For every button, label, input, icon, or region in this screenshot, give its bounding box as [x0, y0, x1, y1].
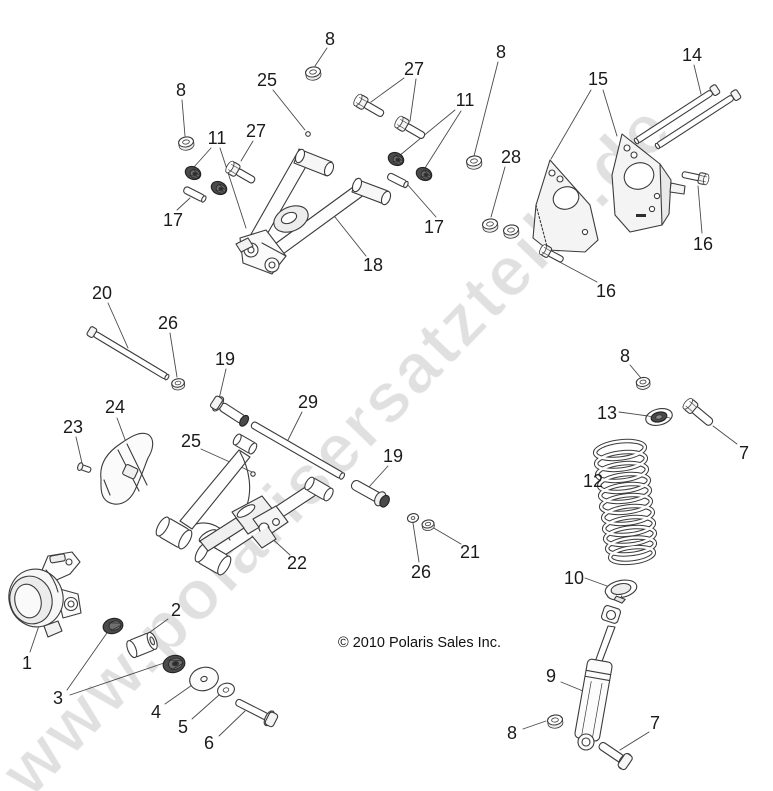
part-bracket-15	[612, 134, 685, 232]
callout-15: 15	[587, 69, 609, 89]
part-bolt-23	[77, 462, 92, 474]
callout-4: 4	[150, 702, 162, 722]
part-nut-8	[635, 376, 652, 391]
callout-18: 18	[362, 255, 384, 275]
part-bolt-6	[233, 694, 279, 728]
part-nut-8	[465, 154, 484, 171]
part-nut-8	[546, 713, 565, 730]
callout-9: 9	[545, 666, 557, 686]
callout-8: 8	[495, 42, 507, 62]
callout-12: 12	[582, 471, 604, 491]
part-knuckle-1	[3, 552, 81, 637]
part-nut-3	[101, 616, 124, 635]
callout-25: 25	[256, 70, 278, 90]
part-bolt-19	[349, 477, 392, 510]
part-bushing-11	[182, 163, 204, 183]
callout-19: 19	[382, 446, 404, 466]
copyright-text: © 2010 Polaris Sales Inc.	[338, 635, 502, 651]
part-bolt-19	[209, 394, 252, 430]
callout-3: 3	[52, 688, 64, 708]
part-spring-retainer-13	[644, 406, 674, 428]
callout-17: 17	[162, 210, 184, 230]
callout-8: 8	[324, 29, 336, 49]
part-bolt-7	[680, 396, 715, 429]
part-nut-28	[481, 217, 500, 234]
part-spacer-17	[387, 172, 410, 188]
part-spacer-17	[183, 186, 207, 203]
callout-17: 17	[423, 217, 445, 237]
callout-13: 13	[596, 403, 618, 423]
part-bolt-27	[351, 92, 386, 120]
part-shock-9	[574, 605, 621, 750]
part-bushing-11	[208, 178, 230, 198]
part-rod-14	[632, 84, 720, 146]
part-nut-28	[502, 223, 521, 240]
callout-6: 6	[203, 733, 215, 753]
part-spring-12	[594, 439, 656, 566]
callout-8: 8	[619, 346, 631, 366]
part-heat-shield-24	[101, 433, 153, 504]
part-bolt-16	[537, 243, 565, 265]
callout-27: 27	[403, 59, 425, 79]
part-bushing-2	[125, 631, 160, 659]
part-washer-26	[406, 512, 420, 524]
callout-1: 1	[21, 653, 33, 673]
callout-19: 19	[214, 349, 236, 369]
leader-lines	[30, 48, 737, 750]
part-bolt-27	[392, 114, 427, 142]
callout-20: 20	[91, 283, 113, 303]
callout-26: 26	[410, 562, 432, 582]
part-pivot-25	[306, 132, 311, 137]
part-nut-21	[420, 518, 436, 532]
callout-21: 21	[459, 542, 481, 562]
callout-11: 11	[455, 90, 475, 110]
part-bracket-15	[533, 160, 598, 252]
callout-25: 25	[180, 431, 202, 451]
callout-28: 28	[500, 147, 522, 167]
callout-24: 24	[104, 397, 126, 417]
part-rod-20	[86, 326, 171, 382]
part-rod-29	[250, 421, 345, 480]
callout-5: 5	[177, 717, 189, 737]
callout-10: 10	[563, 568, 585, 588]
callout-22: 22	[286, 553, 308, 573]
part-rod-14	[653, 89, 741, 151]
callout-23: 23	[62, 417, 84, 437]
callout-2: 2	[170, 600, 182, 620]
part-nut-8	[177, 135, 196, 152]
callout-26: 26	[157, 313, 179, 333]
part-bolt-7	[595, 737, 634, 771]
part-bushing-3	[161, 653, 186, 675]
callout-14: 14	[681, 45, 703, 65]
callout-27: 27	[245, 121, 267, 141]
callout-16: 16	[692, 234, 714, 254]
part-washer-5	[215, 680, 237, 700]
callout-8: 8	[175, 80, 187, 100]
part-nut-26	[170, 377, 186, 392]
callout-7: 7	[649, 713, 661, 733]
part-upper-a-arm-18	[236, 148, 392, 274]
callout-16: 16	[595, 281, 617, 301]
part-washer-4	[187, 664, 221, 694]
callout-29: 29	[297, 392, 319, 412]
callout-11: 11	[207, 128, 227, 148]
part-lower-arm-22	[154, 433, 335, 577]
part-bushing-11	[413, 164, 435, 184]
part-bolt-27	[223, 159, 257, 187]
part-bolt-16	[681, 169, 711, 186]
callout-7: 7	[738, 443, 750, 463]
part-nut-8	[304, 65, 323, 82]
part-spring-seat-10	[604, 577, 640, 606]
callout-8: 8	[506, 723, 518, 743]
